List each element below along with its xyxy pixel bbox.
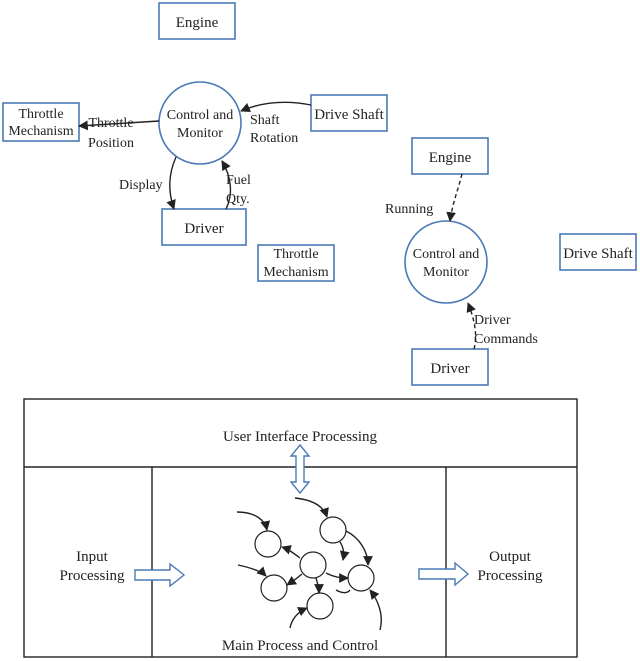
running-label: Running [385,202,433,217]
net-arrow-10 [289,607,308,629]
throttle-position-flow [78,120,160,131]
net-arrow-7 [286,573,303,586]
main-process-label: Main Process and Control [222,638,378,654]
shaft-rotation-label-line1: Shaft [250,113,280,128]
input-processing-label-line2: Processing [60,568,125,584]
control-monitor-label-line2: Monitor [177,126,223,141]
control-monitor-process: Control and Monitor [158,81,242,165]
driver-commands-flow [466,302,477,350]
outer-frame [23,398,578,658]
output-processing-label-line2: Processing [478,568,543,584]
throttle-mechanism-label-line1: Throttle [18,107,63,122]
ui-double-arrow [289,443,311,495]
engine-2-label: Engine [429,150,472,166]
architecture-frame: User Interface Processing Input Processi… [23,398,578,658]
input-processing-label-line1: Input [76,549,108,565]
engine-box-2: Engine [411,137,489,175]
net-arrow-5 [281,545,301,559]
net-arrow-8 [314,577,324,594]
fuel-qty-flow [221,160,232,210]
display-flow [166,156,177,210]
display-label: Display [119,178,163,193]
driver-label: Driver [184,221,223,237]
process-node-6 [306,592,334,620]
control-monitor-label-line1: Control and [167,108,234,123]
context-diagram-event: Throttle Mechanism Engine Control and Mo… [257,137,637,386]
drive-shaft-label: Drive Shaft [314,107,384,123]
process-node-2 [319,516,347,544]
net-connector [335,589,351,594]
driver-commands-label-line1: Driver [474,313,511,328]
net-arrow-11 [369,589,382,631]
throttle-mechanism-box: Throttle Mechanism [2,102,80,142]
throttle-mechanism-2-label-line2: Mechanism [263,265,328,280]
net-arrow-4 [339,541,350,561]
drive-shaft-box: Drive Shaft [310,94,388,132]
process-node-4 [347,564,375,592]
process-node-5 [260,574,288,602]
control-monitor-2-label-line2: Monitor [423,265,469,280]
net-arrow-3 [237,564,267,577]
drive-shaft-box-2: Drive Shaft [559,233,637,271]
control-monitor-process-2: Control and Monitor [404,220,488,304]
driver-2-label: Driver [430,361,469,377]
fuel-qty-label-line1: Fuel [226,173,251,188]
running-event-flow [446,173,463,222]
driver-box-2: Driver [411,348,489,386]
ui-processing-label: User Interface Processing [223,429,378,445]
output-arrow [418,561,470,587]
output-processing-label-line1: Output [489,549,532,565]
shaft-rotation-label-line2: Rotation [250,131,298,146]
net-arrow-9 [345,530,373,566]
net-arrow-2 [294,497,329,518]
drive-shaft-2-label: Drive Shaft [563,246,633,262]
driver-box: Driver [161,208,247,246]
throttle-mechanism-box-2: Throttle Mechanism [257,244,335,282]
net-arrow-6 [325,572,349,583]
process-network [236,497,382,631]
context-diagram-connected: Engine Throttle Mechanism Drive Shaft Co… [2,2,388,246]
control-monitor-2-label-line1: Control and [413,247,480,262]
throttle-mechanism-label-line2: Mechanism [8,124,73,139]
driver-commands-label-line2: Commands [474,332,538,347]
input-arrow [134,562,186,588]
engine-label: Engine [176,15,219,31]
net-arrow-1 [236,511,271,531]
fuel-qty-label-line2: Qty. [226,192,250,207]
engine-box: Engine [158,2,236,40]
throttle-mechanism-2-label-line1: Throttle [273,247,318,262]
process-node-3 [299,551,327,579]
throttle-position-label-line2: Position [88,136,134,151]
throttle-position-label-line1: Throttle [88,116,133,131]
shaft-rotation-flow [240,101,312,113]
process-node-1 [254,530,282,558]
